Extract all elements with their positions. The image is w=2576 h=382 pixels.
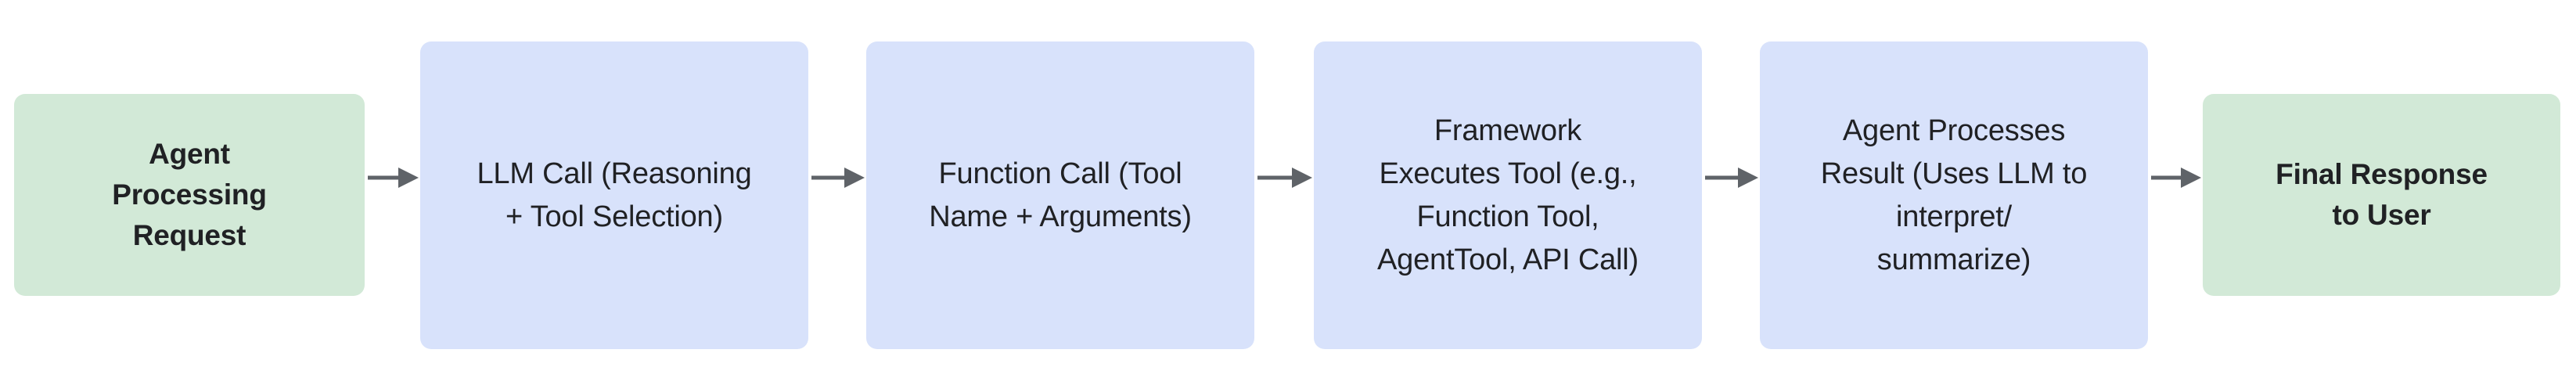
arrow-connector [1257, 160, 1312, 195]
arrow-icon [368, 168, 419, 188]
arrow-connector [811, 160, 865, 195]
flow-node-label: Framework Executes Tool (e.g., Function … [1377, 114, 1639, 276]
arrow-connector [368, 160, 419, 195]
flow-node-label: Agent Processing Request [112, 138, 267, 251]
arrow-icon [811, 168, 865, 188]
flow-node-framework-executes-tool[interactable]: Framework Executes Tool (e.g., Function … [1314, 41, 1702, 349]
arrow-icon [2151, 168, 2201, 188]
flow-node-label: Final Response to User [2276, 158, 2488, 231]
flow-node-label: Function Call (Tool Name + Arguments) [929, 157, 1192, 233]
flow-node-agent-processing-request[interactable]: Agent Processing Request [14, 94, 365, 296]
arrow-icon [1705, 168, 1758, 188]
flow-node-agent-processes-result[interactable]: Agent Processes Result (Uses LLM to inte… [1760, 41, 2148, 349]
flow-node-function-call[interactable]: Function Call (Tool Name + Arguments) [866, 41, 1254, 349]
arrow-icon [1257, 168, 1312, 188]
flow-node-label: LLM Call (Reasoning + Tool Selection) [477, 157, 752, 233]
flow-node-llm-call[interactable]: LLM Call (Reasoning + Tool Selection) [420, 41, 808, 349]
arrow-connector [1705, 160, 1758, 195]
arrow-connector [2151, 160, 2201, 195]
flow-node-final-response-to-user[interactable]: Final Response to User [2203, 94, 2560, 296]
flow-node-label: Agent Processes Result (Uses LLM to inte… [1820, 114, 2088, 276]
